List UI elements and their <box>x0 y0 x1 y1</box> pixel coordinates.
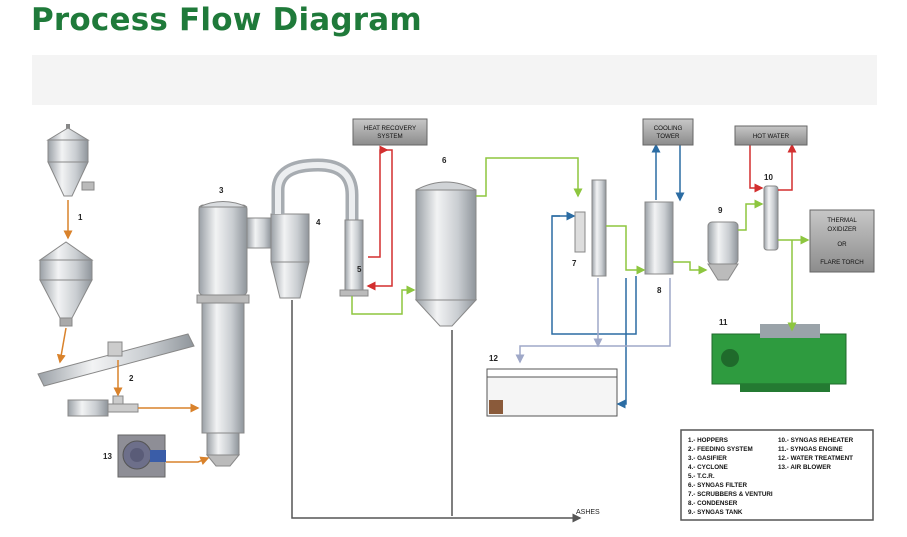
svg-text:TOWER: TOWER <box>657 133 680 140</box>
svg-text:1.- HOPPERS: 1.- HOPPERS <box>688 437 728 444</box>
ashes-label: ASHES <box>576 509 600 516</box>
svg-text:10.- SYNGAS REHEATER: 10.- SYNGAS REHEATER <box>778 437 854 444</box>
heat-recovery-box: HEAT RECOVERY SYSTEM <box>352 118 428 146</box>
legend: 1.- HOPPERS 2.- FEEDING SYSTEM 3.- GASIF… <box>680 429 874 521</box>
svg-text:9.- SYNGAS TANK: 9.- SYNGAS TANK <box>688 509 743 516</box>
svg-text:HOT WATER: HOT WATER <box>753 133 790 140</box>
syngas-reheater <box>763 185 779 251</box>
num-11: 11 <box>719 318 728 327</box>
thermal-oxidizer-box: THERMAL OXIDIZER OR FLARE TORCH <box>809 209 875 273</box>
hopper-upper <box>46 124 95 197</box>
num-4: 4 <box>316 218 321 227</box>
blurred-header-band <box>32 55 877 105</box>
tcr <box>339 219 369 297</box>
pipes <box>56 143 810 523</box>
syngas-engine <box>711 324 847 392</box>
num-5: 5 <box>357 265 362 274</box>
svg-text:FLARE TORCH: FLARE TORCH <box>820 259 863 266</box>
scrubber <box>574 179 607 277</box>
syngas-tank <box>707 221 739 281</box>
svg-text:OR: OR <box>837 241 847 248</box>
num-6: 6 <box>442 156 447 165</box>
svg-text:SYSTEM: SYSTEM <box>377 133 402 140</box>
svg-text:COOLING: COOLING <box>654 125 683 132</box>
equipment-numbers: 1 2 3 4 5 6 7 8 9 10 11 12 13 <box>78 156 773 461</box>
water-treatment <box>486 368 618 417</box>
cyclone <box>270 158 359 299</box>
num-10: 10 <box>764 173 773 182</box>
feeding-screw <box>37 333 195 387</box>
svg-text:7.- SCRUBBERS & VENTURI: 7.- SCRUBBERS & VENTURI <box>688 491 773 498</box>
num-3: 3 <box>219 186 224 195</box>
condenser <box>644 201 674 275</box>
svg-text:HEAT RECOVERY: HEAT RECOVERY <box>364 125 416 132</box>
svg-text:6.- SYNGAS FILTER: 6.- SYNGAS FILTER <box>688 482 747 489</box>
svg-text:THERMAL: THERMAL <box>827 217 857 224</box>
num-2: 2 <box>129 374 134 383</box>
feeding-conveyor <box>67 395 139 417</box>
svg-text:3.- GASIFIER: 3.- GASIFIER <box>688 455 727 462</box>
svg-text:4.- CYCLONE: 4.- CYCLONE <box>688 464 728 471</box>
svg-text:OXIDIZER: OXIDIZER <box>827 226 857 233</box>
num-1: 1 <box>78 213 83 222</box>
page-title: Process Flow Diagram <box>31 2 422 38</box>
svg-text:8.- CONDENSER: 8.- CONDENSER <box>688 500 738 507</box>
svg-text:5.- T.C.R.: 5.- T.C.R. <box>688 473 715 480</box>
syngas-filter <box>414 181 478 327</box>
num-9: 9 <box>718 206 723 215</box>
svg-text:2.- FEEDING SYSTEM: 2.- FEEDING SYSTEM <box>688 446 753 453</box>
num-12: 12 <box>489 354 498 363</box>
hot-water-box: HOT WATER <box>734 125 808 146</box>
air-blower <box>117 434 166 478</box>
gasifier <box>196 201 272 467</box>
num-8: 8 <box>657 286 662 295</box>
num-7: 7 <box>572 259 577 268</box>
svg-text:11.- SYNGAS ENGINE: 11.- SYNGAS ENGINE <box>778 446 843 453</box>
svg-text:13.- AIR BLOWER: 13.- AIR BLOWER <box>778 464 831 471</box>
num-13: 13 <box>103 452 112 461</box>
hopper-lower <box>38 241 94 327</box>
svg-text:12.- WATER TREATMENT: 12.- WATER TREATMENT <box>778 455 853 462</box>
cooling-tower-box: COOLING TOWER <box>642 118 694 146</box>
